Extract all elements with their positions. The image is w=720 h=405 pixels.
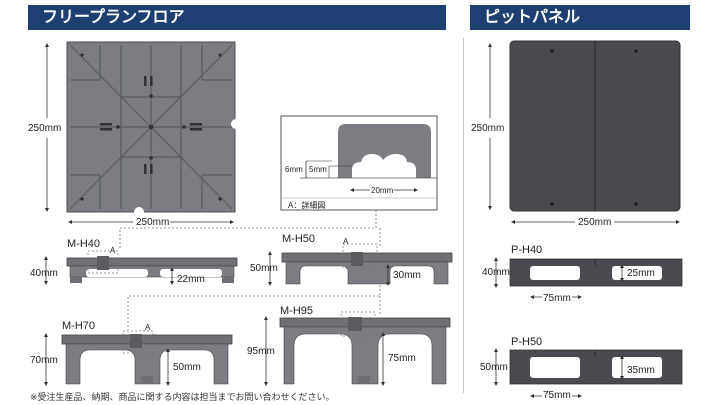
p-h50-side-view [509,349,683,385]
detail-dim-6mm: 6mm [285,165,303,174]
leg-p-h50: 35mm [627,365,655,376]
footnote: ※受注生産品、納期、商品に関する内容は担当までお問い合わせください。 [30,392,335,402]
p-h40-side-view [509,258,683,287]
detail-a-box [280,115,438,211]
free-plan-height-dim: 250mm [28,123,62,134]
free-plan-width-dim: 250mm [136,217,170,228]
m-h50-side-view [281,243,453,285]
leg-m-h70: 50mm [173,362,201,373]
detail-dim-20mm: 20mm [370,185,395,196]
m-h70-side-view [61,330,233,385]
pit-panel-height-dim: 250mm [471,123,505,134]
header-pit-panel: ピットパネル [470,5,690,30]
height-m-h70: 70mm [30,355,58,366]
m-h95-side-view [279,311,451,385]
model-name-p-h40: P-H40 [511,244,543,256]
model-name-m-h95: M-H95 [280,305,314,317]
m-h40-side-view [66,250,238,283]
detail-caption: A：詳細図 [288,201,326,210]
model-name-m-h40: M-H40 [67,238,101,250]
gap-p-h50: 75mm [542,390,572,401]
leg-p-h40: 25mm [627,268,655,279]
leg-m-h95: 75mm [388,353,416,364]
section-divider [463,38,464,393]
marker-a-m-h70: A [145,323,151,332]
leg-m-h40: 22mm [177,274,205,285]
height-m-h40: 40mm [30,268,58,279]
leg-m-h50: 30mm [393,270,421,281]
height-m-h95: 95mm [247,346,275,357]
marker-a-m-h50: A [343,237,349,246]
height-p-h50: 50mm [480,362,508,373]
height-m-h50: 50mm [250,263,278,274]
model-name-m-h50: M-H50 [282,233,316,245]
header-free-plan-floor: フリープランフロア [28,5,446,30]
model-name-m-h70: M-H70 [62,320,96,332]
gap-p-h40: 75mm [542,293,572,304]
height-p-h40: 40mm [482,267,510,278]
pit-panel-top-view [509,40,681,212]
marker-a-m-h40: A [110,246,116,255]
pit-panel-width-dim: 250mm [578,217,612,228]
free-plan-floor-top-view [66,41,241,217]
model-name-p-h50: P-H50 [511,336,543,348]
detail-dim-5mm: 5mm [309,165,327,174]
